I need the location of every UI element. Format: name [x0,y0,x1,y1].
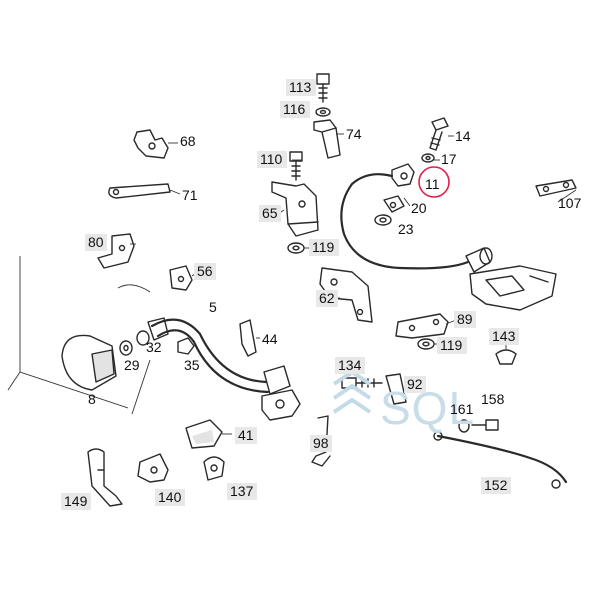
part-143-clip [495,349,517,365]
callout-label-56: 56 [197,263,213,279]
highlight-circle [418,166,450,198]
part-113-bolt [316,73,330,103]
callout-label-8: 8 [88,391,96,407]
part-98-clip [311,415,331,467]
label-box-65 [259,205,281,222]
callout-label-5: 5 [209,299,217,315]
callout-label-119b: 119 [440,337,463,353]
callout-label-161: 161 [450,401,474,417]
callout-label-89: 89 [457,311,473,327]
part-116-washer [315,107,331,117]
part-29-washer [119,340,133,356]
callout-label-71: 71 [182,187,198,203]
part-5-shaft [147,317,291,395]
part-11-sensor-cable [340,163,493,273]
callout-label-41: 41 [238,427,254,443]
part-44-bracket [239,319,257,357]
label-box-92 [404,376,426,393]
callout-label-152: 152 [484,477,508,493]
part-17-washer [421,153,435,163]
part-92-bracket [385,373,407,405]
part-71-strap [108,183,171,199]
callout-label-92: 92 [407,376,423,392]
part-35-nut [177,337,195,355]
callout-label-116: 116 [283,101,306,117]
label-box-62 [316,290,338,307]
part-80-bracket [97,233,135,269]
part-149-strap [87,448,123,507]
part-65-bracket [271,181,319,237]
part-119-nut-lower [417,338,435,350]
part-74-bracket [313,119,341,159]
label-box-119b [437,337,467,354]
part-actuator-housing [469,265,557,311]
label-box-80 [85,234,107,251]
label-box-113 [286,79,316,96]
callout-label-137: 137 [230,483,254,499]
part-158-bolt [471,419,499,431]
label-box-119a [309,239,339,256]
part-23-grommet [374,214,392,226]
part-119-nut-upper [287,242,305,254]
label-box-143 [489,328,519,345]
callout-label-17: 17 [441,151,457,167]
part-140-clamp [137,453,169,483]
part-89-bracket [395,313,449,339]
callout-label-44: 44 [262,331,278,347]
label-box-140 [155,489,185,506]
part-14-bolt [429,117,449,151]
callout-label-80: 80 [88,234,104,250]
callout-label-119a: 119 [312,239,335,255]
callout-label-23: 23 [398,221,414,237]
part-41-boot [185,419,223,449]
callout-label-149: 149 [64,493,88,509]
callout-label-32: 32 [146,339,162,355]
part-107-plate [535,179,577,197]
label-box-98 [310,435,332,452]
callout-labels: 113 116 74 14 68 17 110 11 71 20 107 65 23 80 119 56 62 5… [61,79,582,510]
callout-label-74: 74 [346,126,362,142]
callout-label-35: 35 [184,357,200,373]
label-box-41 [235,427,257,444]
callout-label-158: 158 [481,391,505,407]
part-161-nut [458,419,470,433]
part-32-ring [136,330,150,346]
callout-label-14: 14 [455,128,471,144]
part-62-bracket [319,267,373,323]
part-137-clamp [203,456,225,481]
label-box-116 [280,101,310,118]
part-68-clip [133,129,169,159]
engine-block-outline [7,256,151,409]
label-box-89 [454,311,476,328]
callout-label-110: 110 [260,151,283,167]
watermark-text: SQL [380,382,475,434]
part-152-rod [433,431,568,489]
label-box-149 [61,493,91,510]
callout-label-11: 11 [425,176,440,192]
part-gear-housing [261,389,301,421]
callout-label-140: 140 [158,489,182,505]
label-box-56 [194,263,216,280]
watermark: SQL [332,369,475,434]
callout-label-65: 65 [262,205,278,221]
callout-label-134: 134 [338,357,362,373]
label-box-110 [257,151,287,168]
label-box-137 [227,483,257,500]
callout-label-143: 143 [492,328,516,344]
part-110-bolt [289,151,303,181]
callout-label-98: 98 [313,435,329,451]
callout-label-107: 107 [558,195,582,211]
label-box-152 [481,477,511,494]
part-20-clamp [383,195,405,213]
label-box-134 [335,357,365,374]
part-56-clip [169,265,193,291]
callout-label-113: 113 [289,79,312,95]
callout-label-20: 20 [411,200,427,216]
callout-label-68: 68 [180,133,196,149]
callout-label-29: 29 [124,357,140,373]
callout-label-62: 62 [319,290,335,306]
part-8-cover [61,334,117,391]
leader-lines [130,133,577,441]
